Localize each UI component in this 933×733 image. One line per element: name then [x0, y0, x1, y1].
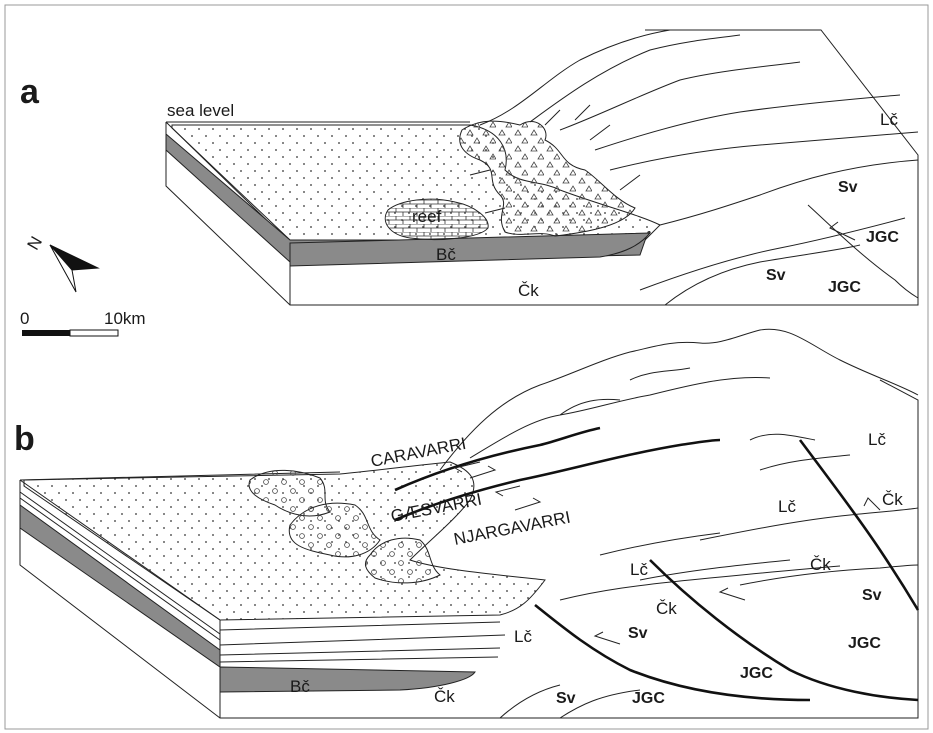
panel-a-unit-jgc-upper: JGC: [866, 229, 899, 246]
panel-b-unit-sv-right: Sv: [862, 587, 882, 604]
panel-a-label: a: [20, 73, 40, 111]
panel-b-unit-jgc-front: JGC: [632, 690, 665, 707]
panel-b-unit-bc: Bč: [290, 677, 310, 696]
sea-level-label: sea level: [167, 101, 234, 120]
panel-a-unit-bc: Bč: [436, 245, 456, 264]
panel-a-unit-sv-upper: Sv: [838, 179, 858, 196]
panel-b-unit-ck-center: Čk: [656, 599, 677, 618]
panel-b-unit-jgc-right: JGC: [848, 635, 881, 652]
panel-b-unit-ck-front: Čk: [434, 687, 455, 706]
panel-b-unit-sv-center: Sv: [628, 625, 648, 642]
panel-b-label: b: [14, 420, 35, 458]
panel-b-unit-ck-mid: Čk: [810, 555, 831, 574]
panel-b-unit-jgc-center: JGC: [740, 665, 773, 682]
panel-b-thrust-right: [800, 440, 918, 610]
panel-a-unit-jgc-lower: JGC: [828, 279, 861, 296]
panel-b-unit-lc-top: Lč: [868, 430, 886, 449]
fault-name-njargavarri: NJARGAVARRI: [452, 508, 572, 549]
panel-b-unit-lc-center: Lč: [630, 560, 648, 579]
panel-b: b CARAVARRI GÆSVARRI NJAR: [14, 329, 918, 718]
panel-b-arrow-right: [864, 498, 880, 510]
panel-b-arrow-center: [720, 588, 745, 600]
panel-b-block-right: [480, 380, 918, 718]
reef-label: reef: [412, 207, 442, 226]
north-label: N: [23, 233, 46, 253]
scale-bar-white: [70, 330, 118, 336]
north-arrow: N: [23, 233, 98, 292]
panel-a-unit-sv-lower: Sv: [766, 267, 786, 284]
panel-b-arrow-njarga: [515, 498, 540, 510]
panel-b-unit-sv-front: Sv: [556, 690, 576, 707]
panel-b-thrust-front: [535, 605, 810, 700]
panel-b-unit-ck-small: Čk: [882, 490, 903, 509]
panel-b-thrust-center: [650, 560, 918, 700]
panel-a-unit-lc: Lč: [880, 110, 898, 129]
panel-b-unit-lc-front: Lč: [514, 627, 532, 646]
panel-a: a reef sea level Lč Sv Sv JGC JGC Čk Bč: [20, 30, 918, 305]
scale-end-label: 10km: [104, 309, 146, 328]
panel-b-arrow-gaesvarri-2: [496, 486, 520, 496]
panel-a-unit-ck: Čk: [518, 281, 539, 300]
panel-b-arrow-front: [595, 632, 620, 644]
figure-frame: [5, 5, 928, 729]
scale-bar: 0 10km: [20, 309, 146, 336]
panel-b-unit-lc-mid: Lč: [778, 497, 796, 516]
scale-bar-black: [22, 330, 70, 336]
scale-start-label: 0: [20, 309, 29, 328]
panel-b-arrow-gaesvarri-1: [470, 466, 495, 478]
